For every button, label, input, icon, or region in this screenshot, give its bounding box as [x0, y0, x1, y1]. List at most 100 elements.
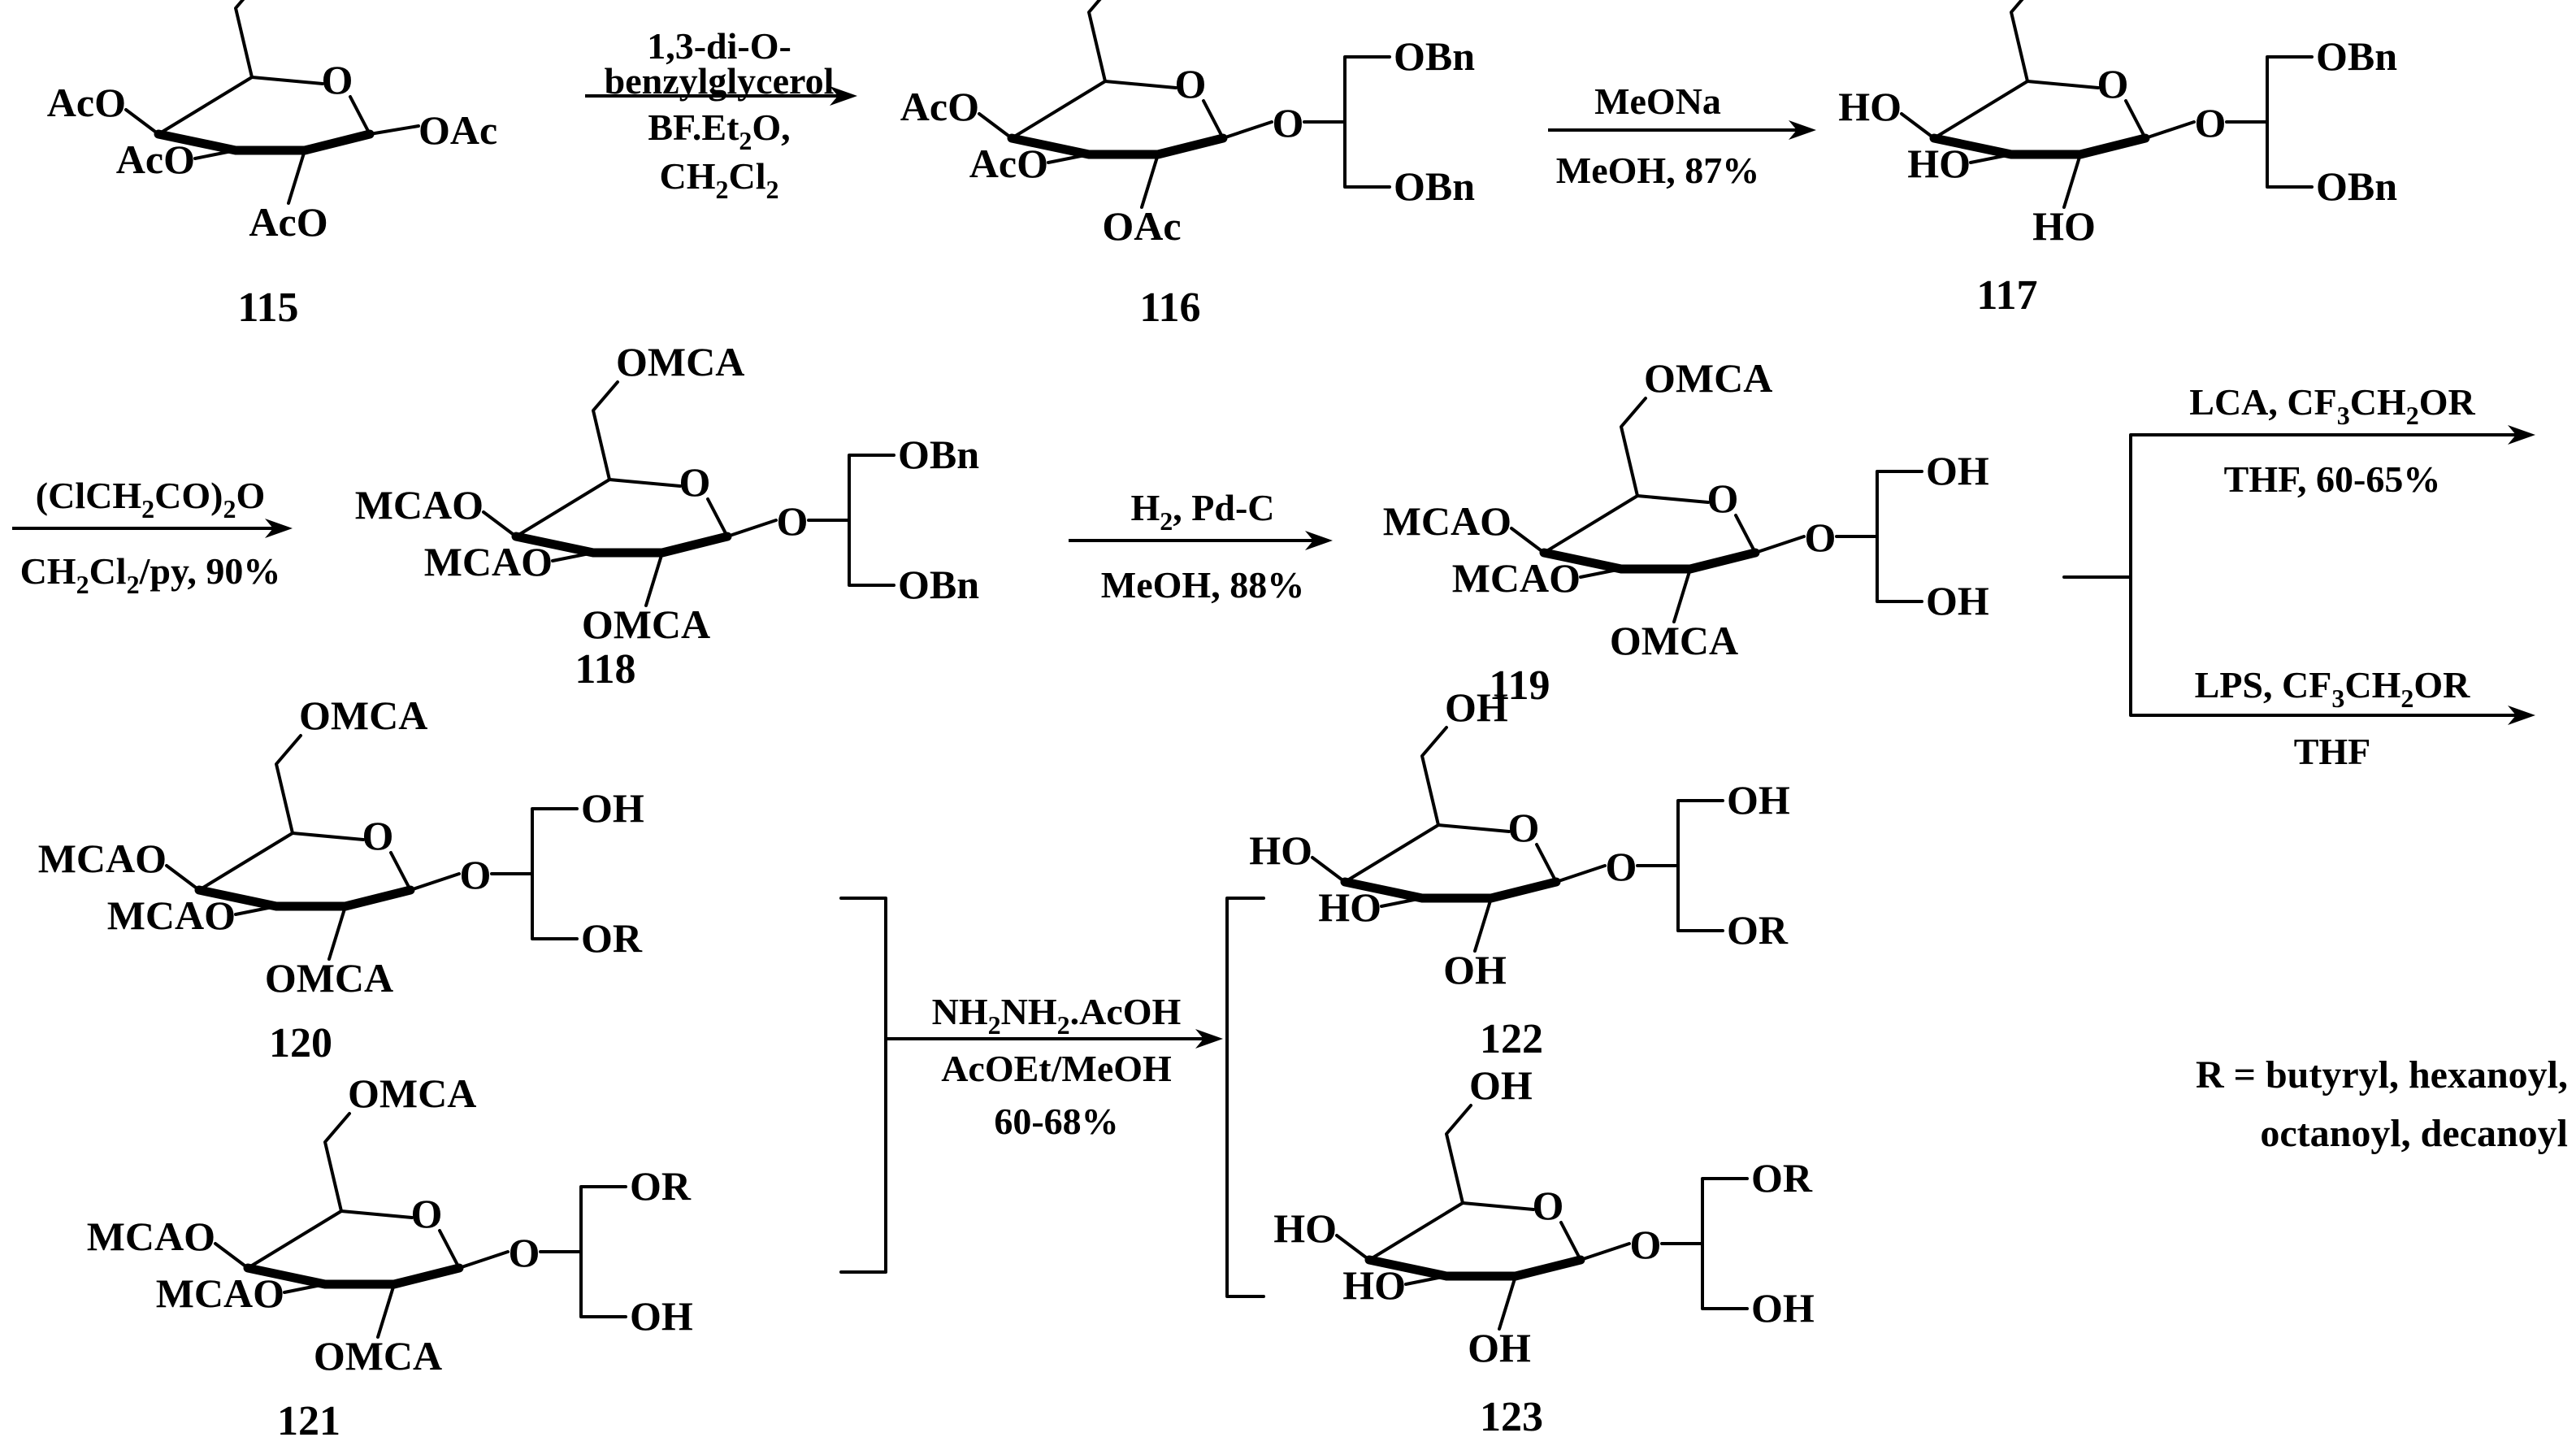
- o3-substituent: MCAO: [424, 539, 553, 584]
- arrow-r7: [898, 1029, 1223, 1049]
- r3-conditions-part: Cl: [89, 550, 127, 592]
- arrow-r1: [585, 86, 857, 106]
- r5-reagent: LCA, CF3CH2OR: [2189, 381, 2475, 430]
- c6-bond: [592, 380, 619, 481]
- c2-bond: [644, 551, 664, 607]
- o3-substituent: MCAO: [1452, 555, 1581, 601]
- r7-reagent-part: NH: [1001, 991, 1057, 1032]
- r1-reagent-line2: benzylglycerol: [605, 60, 835, 102]
- c4-bond: [124, 108, 160, 136]
- r5-reagent-part: CH: [2350, 381, 2406, 423]
- glycerol-bottom-substituent: OBn: [1394, 163, 1475, 209]
- o6-substituent: OH: [1469, 1062, 1533, 1108]
- c4-bond: [1335, 1234, 1371, 1261]
- c6-bond: [234, 0, 254, 79]
- arrow-r4: [1069, 531, 1333, 550]
- glycerol-bottom-substituent: OR: [1727, 907, 1789, 953]
- compound-116: OOAcAcOAcOOAcOOBnOBn116: [900, 0, 1475, 331]
- r1-catalyst: BF.Et2O,: [648, 106, 790, 155]
- r-definition-line1: R = butyryl, hexanoyl,: [2196, 1053, 2568, 1096]
- c3-bond: [283, 1283, 327, 1294]
- glycosidic-bond: [2144, 120, 2196, 140]
- o4-substituent: HO: [1838, 84, 1902, 129]
- glycosidic-bond: [1754, 535, 1806, 554]
- ring-oxygen: O: [411, 1191, 443, 1236]
- r5-reagent-part: 2: [2406, 401, 2419, 430]
- o4-substituent: HO: [1249, 827, 1312, 873]
- glycerol-top-substituent: OR: [630, 1163, 692, 1209]
- o4-substituent: AcO: [900, 84, 979, 129]
- ring-front-bond: [1929, 133, 2150, 159]
- r3-reagent-part: O: [236, 475, 265, 516]
- glycerol-backbone: [539, 1185, 627, 1318]
- o3-substituent: MCAO: [156, 1270, 284, 1316]
- c6-bond: [275, 734, 302, 835]
- r3-conditions-part: 2: [76, 570, 89, 599]
- c4-bond: [1900, 112, 1936, 140]
- o6-substituent: OMCA: [348, 1070, 476, 1116]
- glycosidic-bond: [458, 1250, 510, 1270]
- r6-reagent-part: LPS, CF: [2195, 664, 2332, 706]
- r7-solvent: AcOEt/MeOH: [941, 1048, 1172, 1089]
- merge-bracket: [839, 897, 904, 1274]
- c4-bond: [1510, 527, 1546, 554]
- c3-bond: [193, 149, 237, 160]
- compound-label: 121: [277, 1398, 340, 1444]
- r7-reagent-part: .AcOH: [1070, 991, 1182, 1032]
- ring-oxygen: O: [1533, 1183, 1564, 1228]
- r4-reagent-part: , Pd-C: [1173, 487, 1274, 528]
- compound-label: 116: [1139, 284, 1200, 331]
- glycerol-top-substituent: OH: [1727, 777, 1790, 823]
- r1-solvent-part: Cl: [729, 155, 766, 197]
- o6-substituent: OH: [1445, 684, 1508, 730]
- r6-conditions: THF: [2294, 731, 2371, 772]
- o2-substituent: AcO: [249, 199, 327, 245]
- ring-oxygen: O: [1175, 61, 1207, 106]
- c2-bond: [327, 905, 347, 961]
- ring-oxygen: O: [322, 57, 353, 102]
- o4-substituent: MCAO: [355, 482, 484, 528]
- ring-oxygen: O: [362, 813, 394, 858]
- arrow-r6: [2131, 706, 2535, 725]
- ring-front-bond: [194, 885, 415, 911]
- o4-substituent: MCAO: [1383, 498, 1511, 544]
- compound-label: 119: [1489, 662, 1550, 709]
- o2-substituent: OH: [1443, 947, 1507, 992]
- ring-front-bond: [1364, 1255, 1585, 1281]
- o6-substituent: OMCA: [616, 339, 744, 384]
- c4-bond: [165, 864, 201, 892]
- arrow-head: [1789, 120, 1816, 140]
- o2-substituent: OMCA: [582, 601, 710, 647]
- glycerol-backbone: [490, 807, 579, 940]
- branch-bracket: [2062, 433, 2132, 717]
- o3-substituent: HO: [1907, 141, 1971, 186]
- glycosidic-oxygen: O: [2195, 100, 2227, 145]
- glycerol-backbone: [1835, 470, 1923, 603]
- arrow-r3: [12, 519, 293, 538]
- c2-bond: [2062, 153, 2082, 209]
- r3-reagent-part: 2: [141, 494, 154, 523]
- split-bracket: [1225, 897, 1265, 1298]
- glycosidic-oxygen: O: [777, 498, 809, 544]
- r1-reagent-line1: 1,3-di-O-: [647, 25, 791, 67]
- glycerol-bottom-substituent: OBn: [2316, 163, 2397, 209]
- glycosidic-bond: [1579, 1242, 1631, 1261]
- r4-conditions: MeOH, 88%: [1101, 564, 1304, 606]
- compound-label: 115: [237, 284, 298, 331]
- c2-bond: [376, 1283, 396, 1339]
- r-definition-line2: octanoyl, decanoyl: [2260, 1112, 2568, 1155]
- glycerol-top-substituent: OBn: [2316, 33, 2397, 79]
- glycerol-bottom-substituent: OH: [1751, 1285, 1815, 1331]
- ring-front-bond: [1539, 548, 1760, 574]
- c6-bond: [323, 1112, 351, 1213]
- c3-bond: [1047, 153, 1091, 164]
- r5-reagent-part: OR: [2419, 381, 2476, 423]
- c3-bond: [1579, 567, 1623, 579]
- r2-conditions: MeOH, 87%: [1556, 150, 1759, 191]
- r5-reagent-part: 3: [2337, 401, 2350, 430]
